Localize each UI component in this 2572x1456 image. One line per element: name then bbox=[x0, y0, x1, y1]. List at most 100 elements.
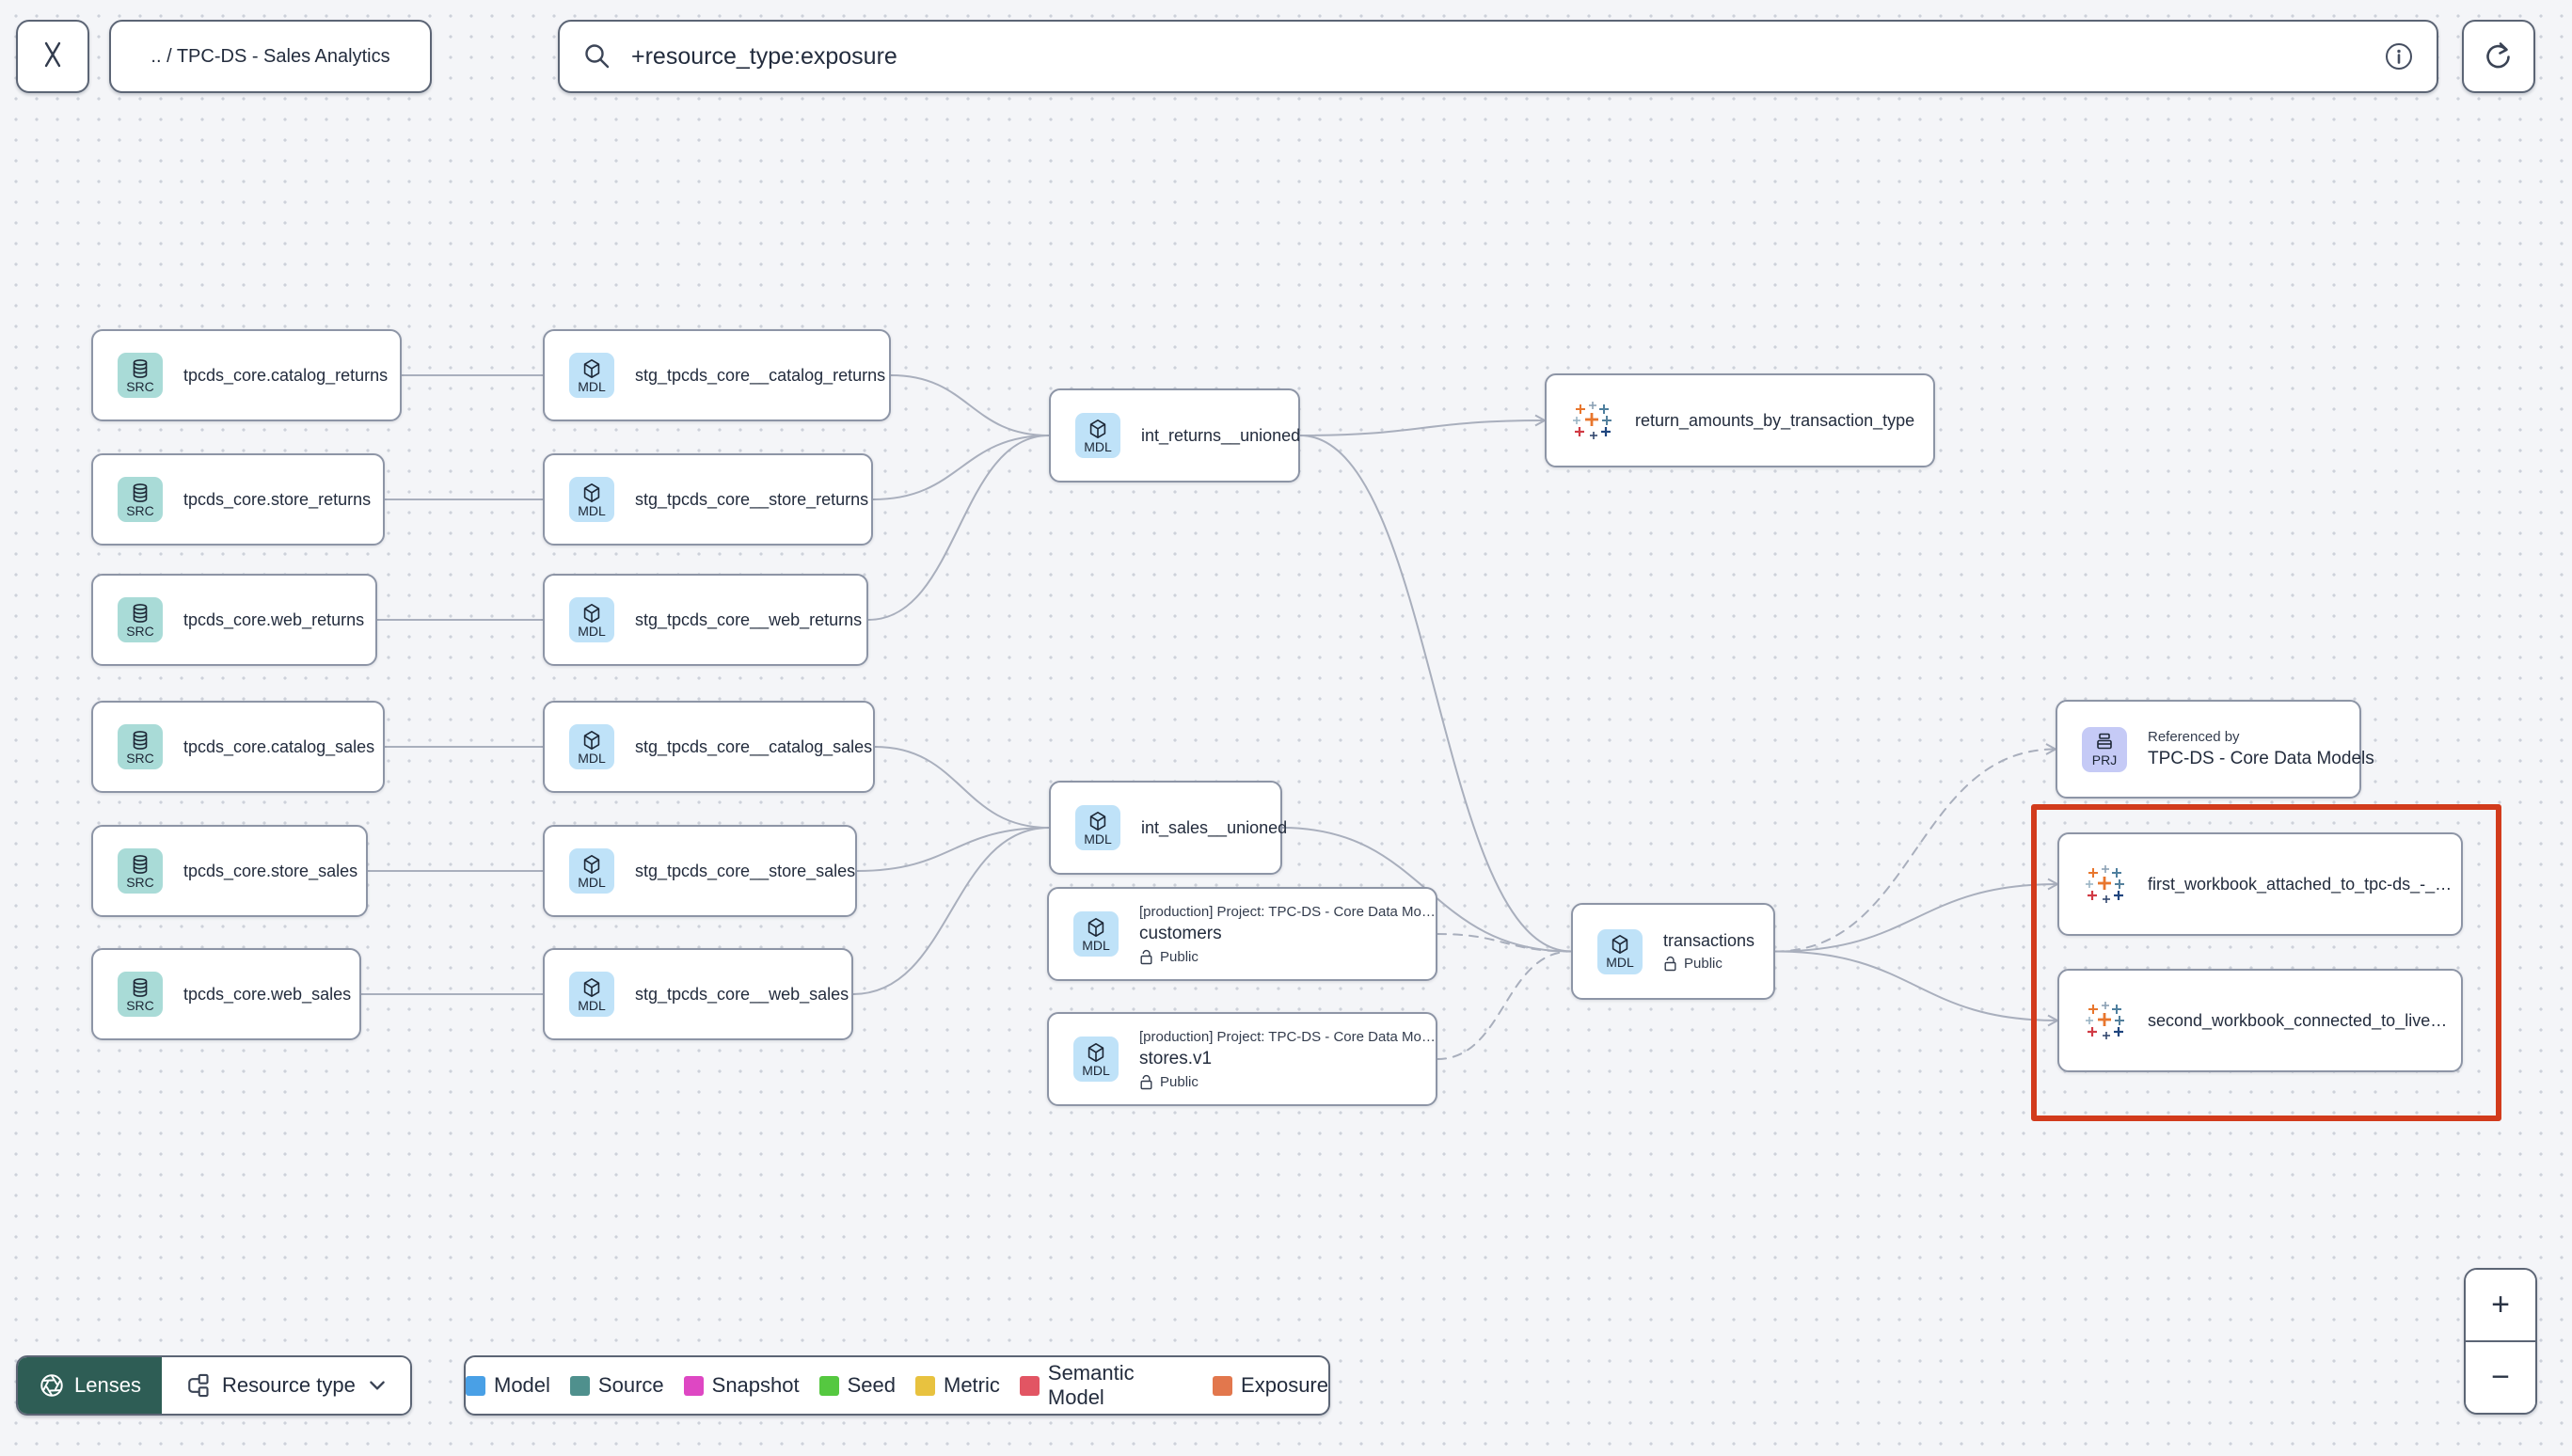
node-stg_store_returns[interactable]: MDL stg_tpcds_core__store_returns bbox=[543, 453, 873, 546]
zoom-controls: + − bbox=[2464, 1268, 2537, 1415]
database-icon: SRC bbox=[118, 597, 163, 642]
badge-label: MDL bbox=[1082, 937, 1110, 953]
model-cube-icon: MDL bbox=[569, 353, 614, 398]
legend-label: Seed bbox=[847, 1373, 896, 1397]
badge-label: SRC bbox=[126, 997, 154, 1013]
breadcrumb[interactable]: .. / TPC-DS - Sales Analytics bbox=[109, 20, 432, 93]
chevron-down-icon bbox=[367, 1375, 388, 1396]
node-label: stg_tpcds_core__web_returns bbox=[635, 609, 863, 629]
node-label: transactions bbox=[1663, 931, 1755, 950]
node-label: stg_tpcds_core__catalog_sales bbox=[635, 736, 873, 756]
resource-type-dropdown[interactable]: Resource type bbox=[161, 1357, 410, 1414]
lock-open-icon bbox=[1139, 949, 1153, 965]
node-stores[interactable]: MDL [production] Project: TPC-DS - Core D… bbox=[1047, 1012, 1437, 1106]
legend-item-metric: Metric bbox=[915, 1373, 1000, 1398]
badge-label: PRJ bbox=[2091, 752, 2118, 768]
zoom-in-button[interactable]: + bbox=[2466, 1270, 2535, 1342]
legend-item-source: Source bbox=[569, 1373, 664, 1398]
node-label: stg_tpcds_core__store_returns bbox=[635, 489, 869, 509]
legend-label: Semantic Model bbox=[1047, 1361, 1135, 1409]
search-icon bbox=[582, 41, 612, 71]
node-stg_web_returns[interactable]: MDL stg_tpcds_core__web_returns bbox=[543, 574, 868, 666]
node-src_catalog_returns[interactable]: SRC tpcds_core.catalog_returns bbox=[91, 329, 402, 421]
node-label: tpcds_core.catalog_returns bbox=[183, 365, 389, 385]
close-button[interactable] bbox=[16, 20, 89, 93]
edge-stg_store_returns-to-int_returns bbox=[872, 435, 1050, 500]
model-cube-icon: MDL bbox=[1073, 1037, 1119, 1082]
node-return_amounts[interactable]: return_amounts_by_transaction_type bbox=[1545, 373, 1935, 467]
node-stg_catalog_returns[interactable]: MDL stg_tpcds_core__catalog_returns bbox=[543, 329, 891, 421]
lenses-button[interactable]: Lenses bbox=[18, 1357, 162, 1414]
edge-stg_catalog_sales-to-int_sales bbox=[874, 746, 1050, 829]
node-src_web_returns[interactable]: SRC tpcds_core.web_returns bbox=[91, 574, 377, 666]
node-label: second_workbook_connected_to_live… bbox=[2148, 1010, 2448, 1030]
badge-label: MDL bbox=[578, 378, 606, 394]
node-workbook1[interactable]: first_workbook_attached_to_tpc-ds_-_… bbox=[2057, 832, 2463, 936]
node-label: tpcds_core.catalog_sales bbox=[183, 736, 375, 756]
badge-label: MDL bbox=[1084, 438, 1112, 454]
node-workbook2[interactable]: second_workbook_connected_to_live… bbox=[2057, 969, 2463, 1072]
badge-label: SRC bbox=[126, 623, 154, 639]
node-access: Public bbox=[1139, 949, 1417, 965]
model-cube-icon: MDL bbox=[569, 848, 614, 894]
legend-label: Metric bbox=[944, 1373, 1000, 1397]
legend-item-model: Model bbox=[466, 1373, 550, 1398]
node-stg_catalog_sales[interactable]: MDL stg_tpcds_core__catalog_sales bbox=[543, 701, 875, 793]
refresh-button[interactable] bbox=[2462, 20, 2535, 93]
legend-swatch bbox=[915, 1375, 935, 1396]
legend-item-seed: Seed bbox=[818, 1373, 896, 1398]
access-label: Public bbox=[1160, 948, 1199, 965]
model-cube-icon: MDL bbox=[569, 597, 614, 642]
node-label: return_amounts_by_transaction_type bbox=[1635, 410, 1915, 430]
node-context: Referenced by bbox=[2148, 729, 2240, 745]
search-bar[interactable] bbox=[558, 20, 2438, 93]
badge-label: MDL bbox=[578, 750, 606, 766]
node-label: tpcds_core.web_returns bbox=[183, 609, 365, 629]
lock-open-icon bbox=[1663, 956, 1677, 972]
model-cube-icon: MDL bbox=[569, 972, 614, 1017]
resource-type-icon bbox=[184, 1372, 211, 1399]
node-label: stg_tpcds_core__catalog_returns bbox=[635, 365, 886, 385]
legend-label: Exposure bbox=[1241, 1373, 1328, 1397]
edge-stg_store_sales-to-int_sales bbox=[856, 827, 1050, 872]
legend-item-snapshot: Snapshot bbox=[683, 1373, 800, 1398]
node-label: first_workbook_attached_to_tpc-ds_-_… bbox=[2148, 874, 2453, 894]
node-label: tpcds_core.store_sales bbox=[183, 861, 358, 880]
legend-swatch bbox=[466, 1375, 485, 1396]
lens-aperture-icon bbox=[39, 1372, 65, 1399]
info-icon[interactable] bbox=[2384, 41, 2414, 71]
search-input[interactable] bbox=[629, 41, 2367, 71]
resource-type-label: Resource type bbox=[221, 1373, 356, 1397]
refresh-icon bbox=[2480, 38, 2517, 75]
badge-label: MDL bbox=[1084, 831, 1112, 847]
badge-label: MDL bbox=[578, 502, 606, 518]
node-access: Public bbox=[1663, 956, 1754, 972]
model-cube-icon: MDL bbox=[569, 477, 614, 522]
node-customers[interactable]: MDL[production] Project: TPC-DS - Core D… bbox=[1047, 887, 1437, 981]
model-cube-icon: MDL bbox=[1075, 413, 1120, 458]
legend-label: Source bbox=[597, 1373, 664, 1397]
badge-label: MDL bbox=[578, 874, 606, 890]
node-label: tpcds_core.store_returns bbox=[183, 489, 372, 509]
node-context: [production] Project: TPC-DS - Core Data… bbox=[1139, 1028, 1436, 1045]
lenses-label: Lenses bbox=[74, 1373, 141, 1397]
badge-label: SRC bbox=[126, 874, 154, 890]
model-cube-icon: MDL bbox=[1073, 911, 1119, 957]
node-src_store_sales[interactable]: SRC tpcds_core.store_sales bbox=[91, 825, 368, 917]
database-icon: SRC bbox=[118, 972, 163, 1017]
node-label: stores.v1 bbox=[1139, 1048, 1213, 1068]
badge-label: SRC bbox=[126, 378, 154, 394]
zoom-out-button[interactable]: − bbox=[2466, 1342, 2535, 1413]
node-access: Public bbox=[1139, 1074, 1417, 1090]
